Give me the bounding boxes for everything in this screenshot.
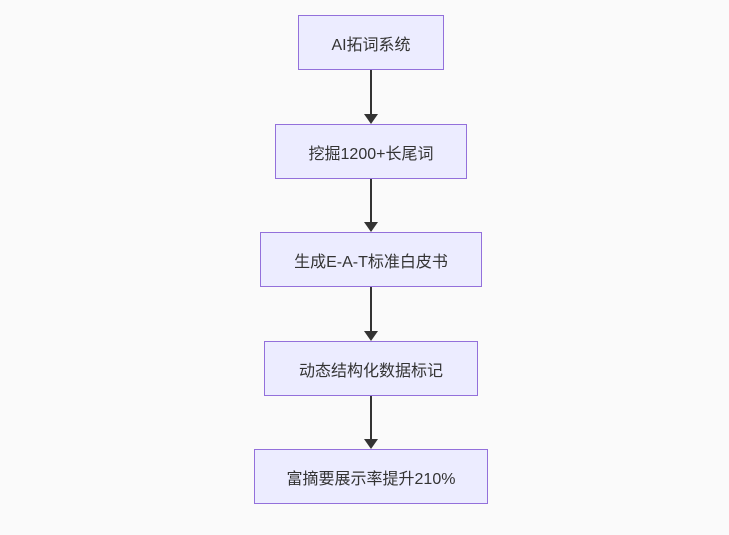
arrowhead-down-icon	[364, 114, 378, 124]
flow-node-rich-snippet-result: 富摘要展示率提升210%	[254, 449, 488, 504]
arrow-line	[370, 396, 372, 441]
flow-node-ai-keyword-system: AI拓词系统	[298, 15, 444, 70]
flow-arrow-3	[364, 287, 378, 341]
arrowhead-down-icon	[364, 331, 378, 341]
flow-node-label: AI拓词系统	[331, 36, 411, 54]
arrowhead-down-icon	[364, 439, 378, 449]
flow-arrow-4	[364, 396, 378, 449]
flow-node-label: 生成E-A-T标准白皮书	[294, 253, 448, 271]
arrow-line	[370, 179, 372, 224]
flow-node-label: 富摘要展示率提升210%	[286, 470, 456, 488]
flow-node-longtail-keywords: 挖掘1200+长尾词	[275, 124, 467, 179]
arrow-line	[370, 287, 372, 333]
flow-arrow-1	[364, 70, 378, 124]
flow-node-label: 动态结构化数据标记	[298, 362, 443, 380]
arrow-line	[370, 70, 372, 116]
flow-arrow-2	[364, 179, 378, 232]
flow-node-structured-data: 动态结构化数据标记	[264, 341, 478, 396]
flow-node-eat-whitepaper: 生成E-A-T标准白皮书	[260, 232, 482, 287]
arrowhead-down-icon	[364, 222, 378, 232]
flow-node-label: 挖掘1200+长尾词	[308, 145, 434, 163]
